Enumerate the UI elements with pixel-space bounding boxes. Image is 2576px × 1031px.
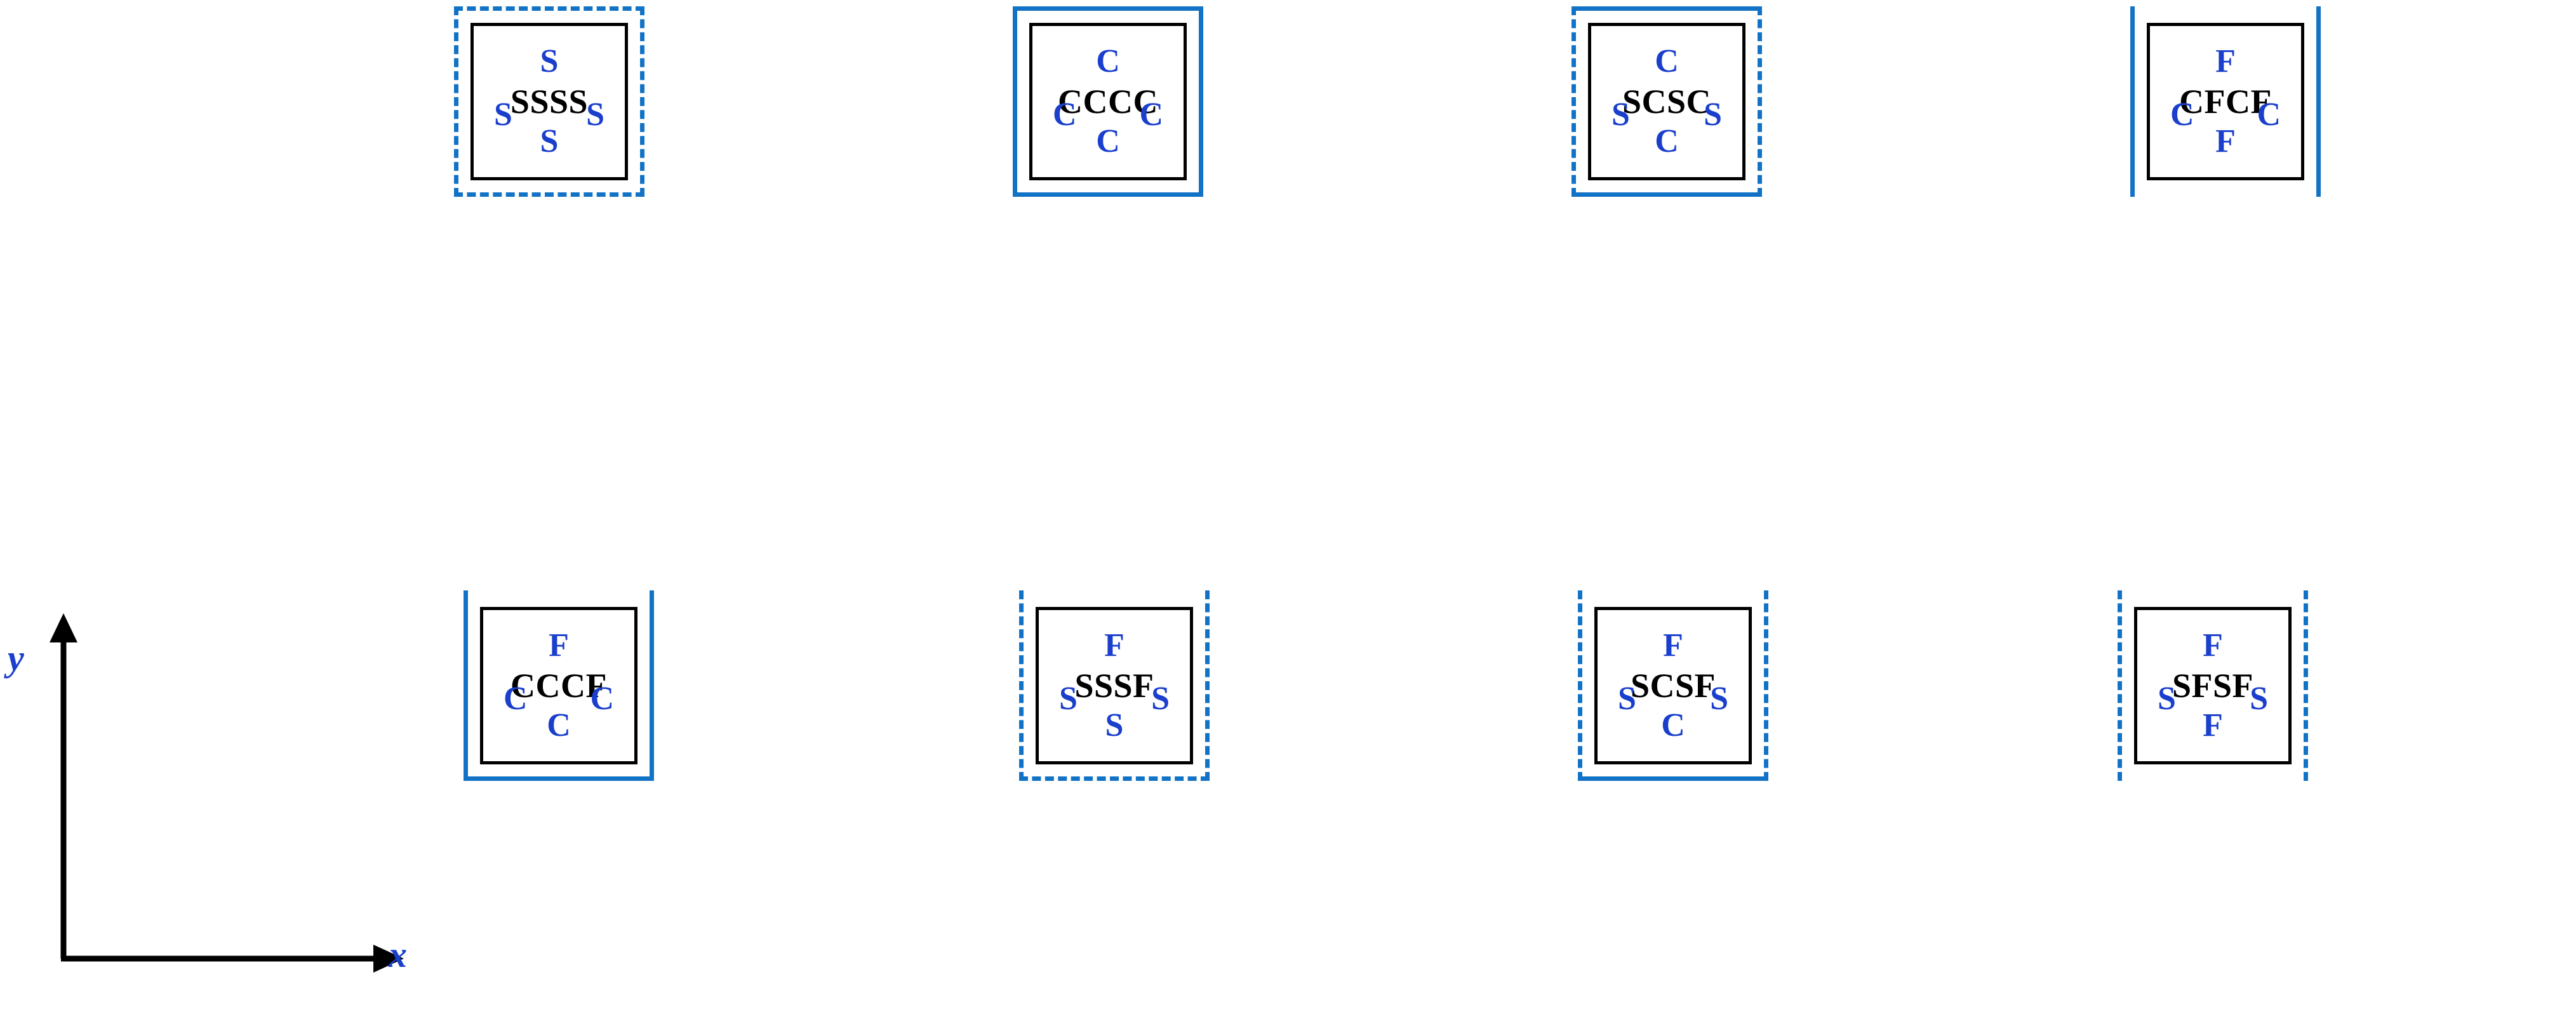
panel-sssf-edge-label-bottom: S (1105, 707, 1124, 743)
panel-cccc-edge-right-solid (1199, 6, 1203, 197)
panel-sfsf-edge-label-right: S (2250, 680, 2268, 717)
panel-cfcf-edge-label-right: C (2257, 96, 2281, 133)
panel-sfsf-edge-label-left: S (2158, 680, 2176, 717)
panel-scsf-edge-label-bottom: C (1661, 707, 1685, 743)
panel-cccc-edge-label-left: C (1053, 96, 1077, 133)
panel-cccf-edge-right-solid (650, 590, 654, 781)
panel-cccf-edge-left-solid (464, 590, 468, 781)
panel-scsc-edge-label-bottom: C (1655, 123, 1679, 159)
panel-cccf-edge-label-top: F (549, 627, 569, 663)
panel-sfsf-boundary-frame (2118, 590, 2308, 781)
panel-cccf-edge-label-bottom: C (547, 707, 571, 743)
panel-scsf-edge-right-dashed (1764, 590, 1768, 781)
panel-scsf-boundary-frame (1578, 590, 1768, 781)
panel-cccf-edge-label-left: C (504, 680, 528, 717)
panel-ssss-edge-top-dashed (454, 6, 644, 11)
panel-sssf-center-label: SSSF (1074, 667, 1154, 705)
panel-scsc-edge-label-left: S (1612, 96, 1630, 133)
panel-scsc-edge-left-dashed (1572, 6, 1576, 197)
panel-sfsf-edge-label-bottom: F (2203, 707, 2223, 743)
panel-cccc-edge-top-solid (1013, 6, 1203, 11)
panel-scsc-edge-bottom-solid (1572, 192, 1762, 197)
panel-sfsf-edge-left-dashed (2118, 590, 2122, 781)
y-axis-arrowhead (50, 613, 77, 642)
x-axis-arrowhead (373, 945, 404, 973)
panel-ssss-boundary-frame (454, 6, 644, 197)
panel-sssf-boundary-frame (1019, 590, 1210, 781)
panel-ssss-edge-label-left: S (494, 96, 512, 133)
panel-cccf-boundary-frame (464, 590, 654, 781)
panel-ssss-edge-label-bottom: S (540, 123, 559, 159)
panel-scsf-edge-bottom-solid (1578, 776, 1768, 781)
panel-cccc-center-label: CCCC (1058, 83, 1158, 121)
panel-cccc-edge-bottom-solid (1013, 192, 1203, 197)
panel-scsc-edge-label-right: S (1704, 96, 1722, 133)
panel-cccc-edge-label-bottom: C (1096, 123, 1120, 159)
panel-ssss-center-label: SSSS (510, 83, 589, 121)
panel-ssss-edge-label-right: S (586, 96, 604, 133)
panel-sssf-edge-label-right: S (1151, 680, 1170, 717)
panel-cfcf-center-label: CFCF (2179, 83, 2272, 121)
panel-cfcf-edge-label-top: F (2215, 43, 2236, 79)
coordinate-axes: y x (8, 603, 432, 997)
panel-sssf-edge-label-top: F (1104, 627, 1124, 663)
panel-sssf-edge-right-dashed (1205, 590, 1210, 781)
panel-cccc-edge-label-top: C (1096, 43, 1120, 79)
panel-scsc-center-label: SCSC (1622, 83, 1712, 121)
panel-scsc-boundary-frame (1572, 6, 1762, 197)
panel-cfcf-edge-left-solid (2130, 6, 2135, 197)
panel-sfsf-edge-label-top: F (2203, 627, 2223, 663)
panel-scsf-edge-left-dashed (1578, 590, 1582, 781)
panel-ssss-edge-bottom-dashed (454, 192, 644, 197)
panel-cfcf-edge-right-solid (2316, 6, 2321, 197)
panel-cfcf-edge-label-left: C (2170, 96, 2194, 133)
panel-sssf-edge-bottom-dashed (1019, 776, 1210, 781)
panel-cccf-edge-bottom-solid (464, 776, 654, 781)
panel-scsf-edge-label-top: F (1663, 627, 1683, 663)
y-axis-label: y (8, 637, 24, 679)
panel-cccc-edge-label-right: C (1139, 96, 1163, 133)
panel-cfcf-edge-label-bottom: F (2215, 123, 2236, 159)
panel-ssss-edge-right-dashed (640, 6, 644, 197)
panel-cccf-edge-label-right: C (590, 680, 614, 717)
panel-sssf-edge-left-dashed (1019, 590, 1024, 781)
panel-scsc-edge-label-top: C (1655, 43, 1679, 79)
panel-scsc-edge-right-dashed (1758, 6, 1762, 197)
panel-scsf-edge-label-left: S (1618, 680, 1636, 717)
panel-cccf-center-label: CCCF (511, 667, 607, 705)
panel-sfsf-center-label: SFSF (2172, 667, 2254, 705)
x-axis-label: x (389, 934, 407, 975)
panel-sfsf-edge-right-dashed (2304, 590, 2308, 781)
panel-cfcf-boundary-frame (2130, 6, 2321, 197)
panel-cccc-edge-left-solid (1013, 6, 1017, 197)
panel-scsf-edge-label-right: S (1710, 680, 1728, 717)
panel-scsf-center-label: SCSF (1630, 667, 1716, 705)
panel-ssss-edge-left-dashed (454, 6, 458, 197)
panel-cccc-boundary-frame (1013, 6, 1203, 197)
panel-ssss-edge-label-top: S (540, 43, 559, 79)
panel-sssf-edge-label-left: S (1059, 680, 1078, 717)
panel-scsc-edge-top-solid (1572, 6, 1762, 11)
axes-svg (50, 613, 404, 973)
